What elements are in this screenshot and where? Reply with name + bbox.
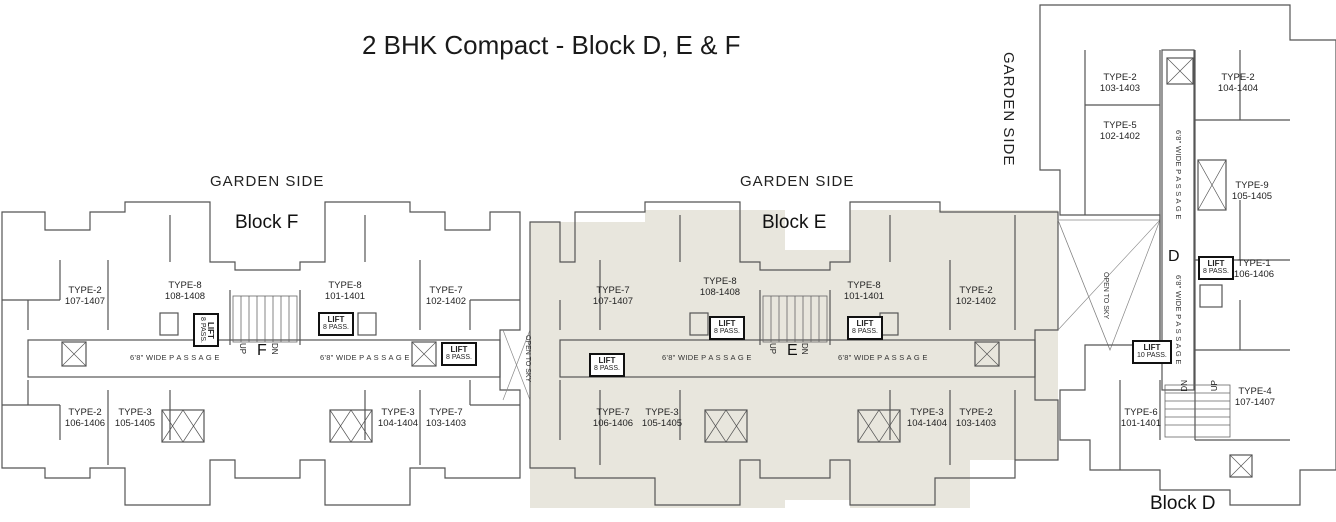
passage-label: 6'8" WIDE P A S S A G E (662, 353, 752, 362)
garden-side-label-f: GARDEN SIDE (210, 173, 325, 190)
stair-down-label: DN (800, 343, 809, 355)
open-to-sky-label: OPEN TO SKY (524, 335, 531, 383)
block-f-label: Block F (235, 212, 299, 233)
garden-side-label-e: GARDEN SIDE (740, 173, 855, 190)
block-d-letter: D (1168, 248, 1180, 265)
stair-up-label: UP (238, 343, 247, 355)
block-f-letter: F (257, 342, 267, 359)
passage-label: 6'8" WIDE P A S S A G E (320, 353, 410, 362)
stair-up-label: UP (768, 343, 777, 355)
garden-side-label-d: GARDEN SIDE (1000, 52, 1017, 167)
passage-label: 6'8" WIDE P A S S A G E (1174, 130, 1183, 220)
stair-down-label: DN (1180, 380, 1189, 392)
plan-title: 2 BHK Compact - Block D, E & F (362, 30, 741, 60)
open-to-sky-label: OPEN TO SKY (1102, 272, 1109, 320)
walls (1, 4, 1336, 506)
block-e-shading (530, 210, 1058, 508)
passage-label: 6'8" WIDE P A S S A G E (130, 353, 220, 362)
block-e-letter: E (787, 342, 798, 359)
block-e-label: Block E (762, 212, 827, 233)
block-d-label: Block D (1150, 493, 1216, 514)
stair-down-label: DN (270, 343, 279, 355)
stair-up-label: UP (1210, 380, 1219, 392)
passage-label: 6'8" WIDE P A S S A G E (838, 353, 928, 362)
passage-label: 6'8" WIDE P A S S A G E (1174, 275, 1183, 365)
